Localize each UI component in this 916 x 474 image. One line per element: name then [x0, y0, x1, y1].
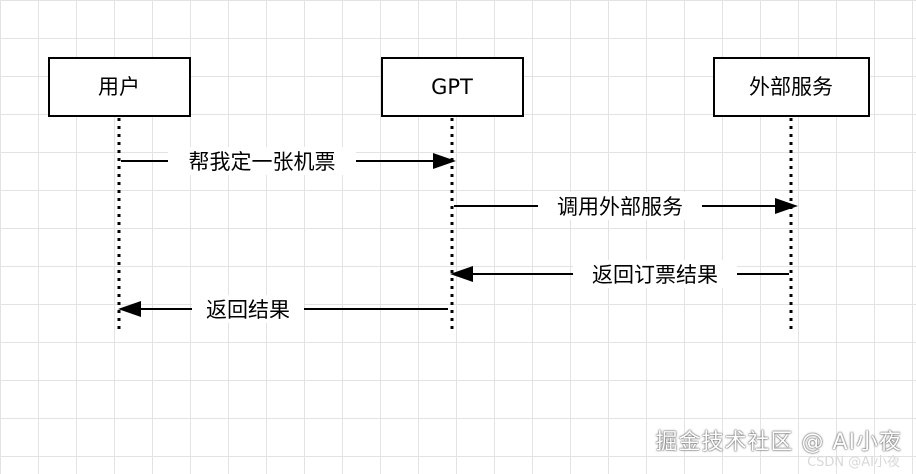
message-label-bg — [168, 147, 356, 175]
participant-user: 用户 — [48, 57, 191, 330]
message-label-book-ticket: 帮我定一张机票 — [189, 150, 336, 174]
message-call-external-service: 调用外部服务 — [454, 192, 798, 220]
participant-label-gpt: GPT — [431, 75, 473, 99]
watermark-csdn: CSDN @AI小夜 — [807, 455, 900, 470]
arrowhead-left-icon — [450, 266, 473, 282]
arrowhead-left-icon — [118, 301, 141, 317]
participant-box-user — [48, 57, 191, 117]
message-book-ticket: 帮我定一张机票 — [121, 147, 456, 175]
message-label-bg — [538, 192, 702, 220]
watermark-juejin: 掘金技术社区 @ AI小夜 — [655, 430, 902, 455]
participant-external-service: 外部服务 — [713, 57, 870, 330]
participant-label-external-service: 外部服务 — [749, 75, 833, 99]
participant-label-user: 用户 — [98, 75, 140, 99]
message-return-booking-result: 返回订票结果 — [450, 260, 789, 288]
message-label-return-result: 返回结果 — [206, 298, 290, 322]
participant-box-external-service — [713, 57, 870, 117]
message-return-result: 返回结果 — [118, 295, 448, 323]
participant-box-gpt — [381, 57, 524, 117]
message-label-bg — [192, 295, 304, 323]
message-label-bg — [573, 260, 737, 288]
participant-gpt: GPT — [381, 57, 524, 330]
arrowhead-right-icon — [433, 153, 456, 169]
message-label-call-external-service: 调用外部服务 — [557, 195, 683, 219]
message-label-return-booking-result: 返回订票结果 — [592, 263, 718, 287]
arrowhead-right-icon — [775, 198, 798, 214]
